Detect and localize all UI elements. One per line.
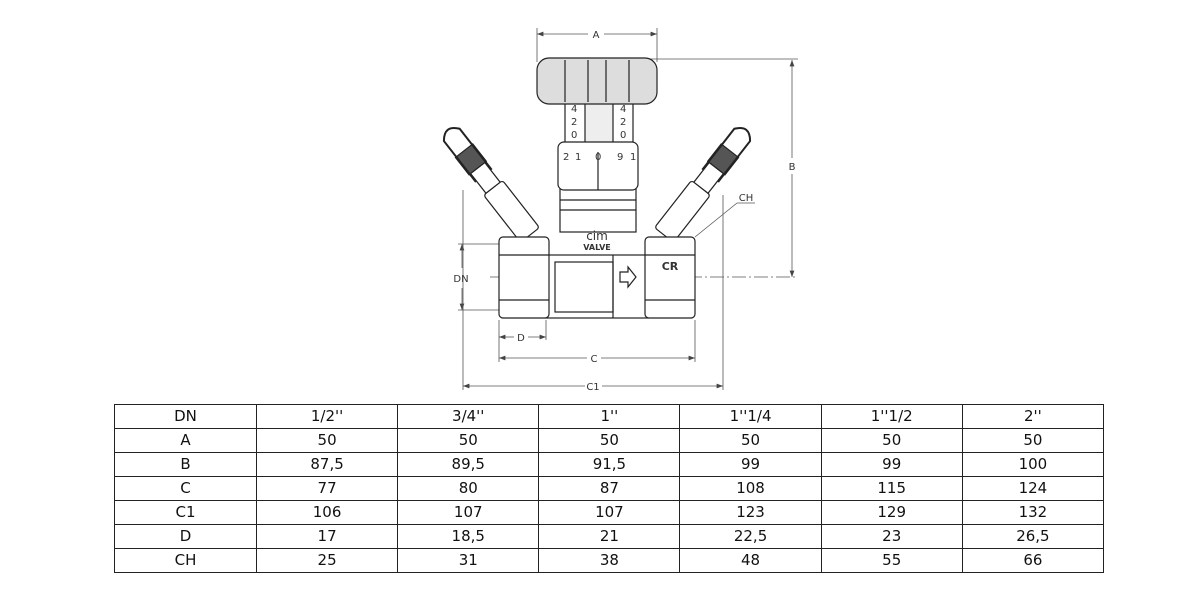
left-test-point — [442, 127, 539, 242]
table-cell: 26,5 — [961, 524, 1105, 549]
table-cell: 50 — [397, 428, 540, 453]
table-cell: 100 — [961, 452, 1105, 477]
table-cell: 89,5 — [397, 452, 540, 477]
table-cell: 123 — [679, 500, 822, 525]
dim-label-dn: DN — [453, 274, 468, 285]
table-cell: 25 — [255, 548, 399, 573]
dimension-lines — [458, 28, 798, 390]
svg-text:1: 1 — [630, 152, 636, 163]
table-cell: 107 — [538, 500, 681, 525]
table-header-row: DN 1/2'' 3/4'' 1'' 1''1/4 1''1/2 2'' — [114, 404, 1105, 429]
table-cell: 129 — [820, 500, 963, 525]
svg-text:9: 9 — [617, 152, 623, 163]
table-cell: 50 — [538, 428, 681, 453]
row-label-cell: B — [114, 452, 257, 477]
dial-numbers: 2 1 0 9 1 — [563, 152, 636, 163]
table-cell: 87,5 — [255, 452, 399, 477]
dim-label-d: D — [517, 333, 525, 344]
svg-text:0: 0 — [571, 130, 577, 141]
svg-text:4: 4 — [571, 104, 577, 115]
table-cell: 38 — [538, 548, 681, 573]
header-cell: DN — [114, 404, 257, 429]
svg-text:1: 1 — [575, 152, 581, 163]
svg-text:2: 2 — [571, 117, 577, 128]
table-cell: 55 — [820, 548, 963, 573]
header-cell: 3/4'' — [397, 404, 540, 429]
valve-body — [442, 57, 752, 319]
header-cell: 2'' — [961, 404, 1105, 429]
table-cell: 107 — [397, 500, 540, 525]
table-cell: 66 — [961, 548, 1105, 573]
brand-valve-text: VALVE — [583, 243, 611, 252]
table-cell: 21 — [538, 524, 681, 549]
dim-label-ch: CH — [739, 193, 754, 204]
scale-marks: 4 2 0 4 2 0 — [571, 104, 626, 141]
row-label-cell: D — [114, 524, 257, 549]
table-cell: 48 — [679, 548, 822, 573]
table-cell: 50 — [679, 428, 822, 453]
table-cell: 124 — [961, 476, 1105, 501]
valve-technical-drawing: A B DN D C C1 CH — [442, 28, 798, 393]
table-cell: 106 — [255, 500, 399, 525]
table-cell: 87 — [538, 476, 681, 501]
svg-text:2: 2 — [620, 117, 626, 128]
table-cell: 132 — [961, 500, 1105, 525]
svg-text:2: 2 — [563, 152, 569, 163]
table-cell: 31 — [397, 548, 540, 573]
table-cell: 50 — [820, 428, 963, 453]
dim-label-c: C — [591, 354, 598, 365]
table-cell: 99 — [679, 452, 822, 477]
row-label-cell: A — [114, 428, 257, 453]
table-cell: 50 — [961, 428, 1105, 453]
svg-text:0: 0 — [620, 130, 626, 141]
svg-text:0: 0 — [595, 152, 601, 163]
table-cell: 115 — [820, 476, 963, 501]
table-cell: 17 — [255, 524, 399, 549]
table-cell: 91,5 — [538, 452, 681, 477]
header-cell: 1/2'' — [255, 404, 399, 429]
table-cell: 108 — [679, 476, 822, 501]
row-label-cell: C1 — [114, 500, 257, 525]
table-cell: 50 — [255, 428, 399, 453]
header-cell: 1''1/4 — [679, 404, 822, 429]
header-cell: 1''1/2 — [820, 404, 963, 429]
row-label-cell: CH — [114, 548, 257, 573]
dim-label-c1: C1 — [586, 382, 599, 393]
flow-arrow-icon — [619, 265, 637, 289]
dim-label-a: A — [593, 30, 600, 41]
table-cell: 22,5 — [679, 524, 822, 549]
body-logo: CR — [662, 260, 679, 273]
dim-label-b: B — [789, 162, 796, 173]
table-cell: 99 — [820, 452, 963, 477]
right-test-point — [655, 127, 752, 242]
row-label-cell: C — [114, 476, 257, 501]
brand-logo: cim — [586, 229, 608, 243]
table-cell: 23 — [820, 524, 963, 549]
table-cell: 18,5 — [397, 524, 540, 549]
table-cell: 77 — [255, 476, 399, 501]
header-cell: 1'' — [538, 404, 681, 429]
table-cell: 80 — [397, 476, 540, 501]
svg-text:4: 4 — [620, 104, 626, 115]
